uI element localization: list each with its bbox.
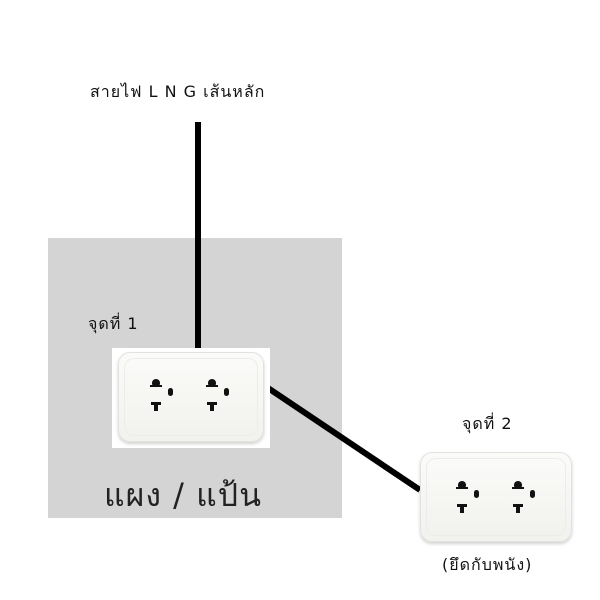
socket-icon xyxy=(454,478,484,518)
point-2-note: (ยึดกับพนัง) xyxy=(442,555,533,574)
double-outlet-icon xyxy=(118,352,264,442)
branch-wire xyxy=(266,385,422,493)
point-1-label: จุดที่ 1 xyxy=(88,314,139,333)
panel-label: แผง / แป้น xyxy=(104,476,262,514)
double-outlet-icon xyxy=(420,452,572,542)
main-line-label: สายไฟ L N G เส้นหลัก xyxy=(90,82,266,101)
point-2-label: จุดที่ 2 xyxy=(462,414,513,433)
socket-icon xyxy=(510,478,540,518)
socket-icon xyxy=(204,376,234,416)
socket-icon xyxy=(148,376,178,416)
